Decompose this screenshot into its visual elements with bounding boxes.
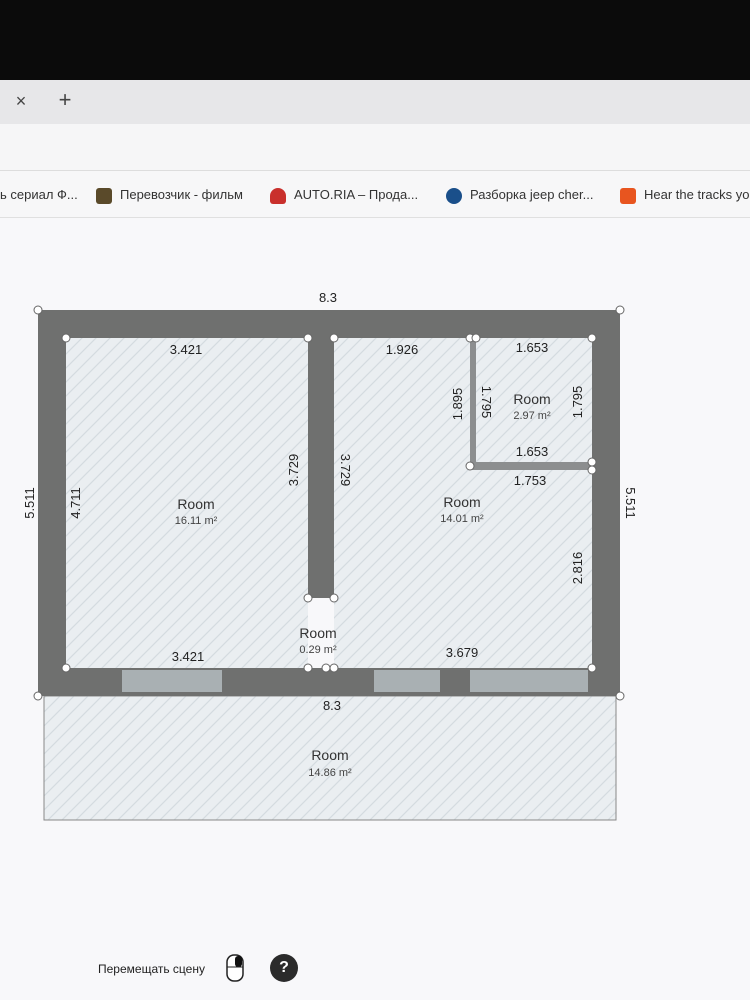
film-icon	[96, 187, 112, 204]
dimension-label: 2.816	[570, 552, 585, 585]
wall[interactable]	[470, 462, 592, 470]
room-name: Room	[513, 391, 550, 407]
dimension-label: 3.679	[446, 645, 479, 660]
dimension-label: 1.895	[450, 388, 465, 421]
bookmark-label: Перевозчик - фильм	[120, 187, 243, 202]
bookmark-label: ь сериал Ф...	[0, 187, 78, 202]
screen-bezel	[0, 0, 750, 80]
soundcloud-icon	[620, 187, 636, 204]
new-tab-button[interactable]: +	[58, 87, 72, 112]
olx-icon	[446, 187, 462, 204]
dimension-label: 3.729	[286, 454, 301, 487]
room-name: Room	[443, 494, 480, 510]
dimension-label: 1.653	[516, 340, 549, 355]
dimension-label: 3.421	[172, 649, 205, 664]
dimension-label: 3.729	[338, 454, 353, 487]
bookmark-item[interactable]: ь сериал Ф...	[0, 186, 78, 204]
bookmark-item[interactable]: Разборка jeep cher...	[446, 186, 593, 204]
dimension-label: 1.753	[514, 473, 547, 488]
car-icon	[270, 187, 286, 204]
vertex-handles[interactable]	[33, 305, 625, 701]
dimension-label: 1.653	[516, 444, 549, 459]
room-name: Room	[299, 625, 336, 641]
room-name: Room	[177, 496, 214, 512]
browser-toolbar	[0, 124, 750, 171]
dimension-label: 8.3	[323, 698, 341, 713]
wall[interactable]	[470, 338, 476, 466]
room-floor[interactable]	[66, 338, 308, 668]
bookmark-label: AUTO.RIA – Прода...	[294, 187, 419, 202]
room-floor[interactable]	[43, 695, 617, 821]
dimension-label: 1.926	[386, 342, 419, 357]
window[interactable]	[470, 670, 588, 692]
help-button[interactable]: ?	[270, 954, 298, 982]
tab-strip	[0, 80, 750, 124]
wall[interactable]	[308, 338, 334, 598]
close-tab-icon[interactable]: ×	[15, 91, 27, 111]
dimension-label: 3.421	[170, 342, 203, 357]
dimension-label: 4.711	[68, 487, 83, 519]
room-area: 14.86 m²	[308, 767, 352, 779]
room-area: 16.11 m²	[175, 515, 218, 527]
dimension-label: 1.795	[570, 386, 585, 419]
room-area: 0.29 m²	[299, 644, 337, 656]
bookmark-item[interactable]: Перевозчик - фильм	[96, 186, 243, 204]
room-floor[interactable]	[334, 338, 592, 668]
bookmark-label: Разборка jeep cher...	[470, 187, 594, 202]
mouse-icon[interactable]	[226, 954, 244, 982]
room-area: 14.01 m²	[440, 513, 484, 525]
window[interactable]	[374, 670, 440, 692]
wall[interactable]	[38, 310, 66, 696]
bookmark-item[interactable]: Hear the tracks yo	[620, 186, 750, 204]
window[interactable]	[122, 670, 222, 692]
dimension-label: 5.511	[22, 487, 37, 519]
room-area: 2.97 m²	[513, 410, 551, 422]
bookmark-item[interactable]: AUTO.RIA – Прода...	[270, 186, 418, 204]
dimension-label: 5.511	[623, 487, 638, 519]
wall[interactable]	[592, 310, 620, 696]
wall[interactable]	[38, 310, 620, 338]
room-name: Room	[311, 747, 348, 763]
move-scene-label: Перемещать сцену	[98, 962, 205, 976]
bookmark-label: Hear the tracks yo	[644, 187, 750, 202]
dimension-label: 1.795	[479, 386, 494, 419]
dimension-label: 8.3	[319, 290, 337, 305]
